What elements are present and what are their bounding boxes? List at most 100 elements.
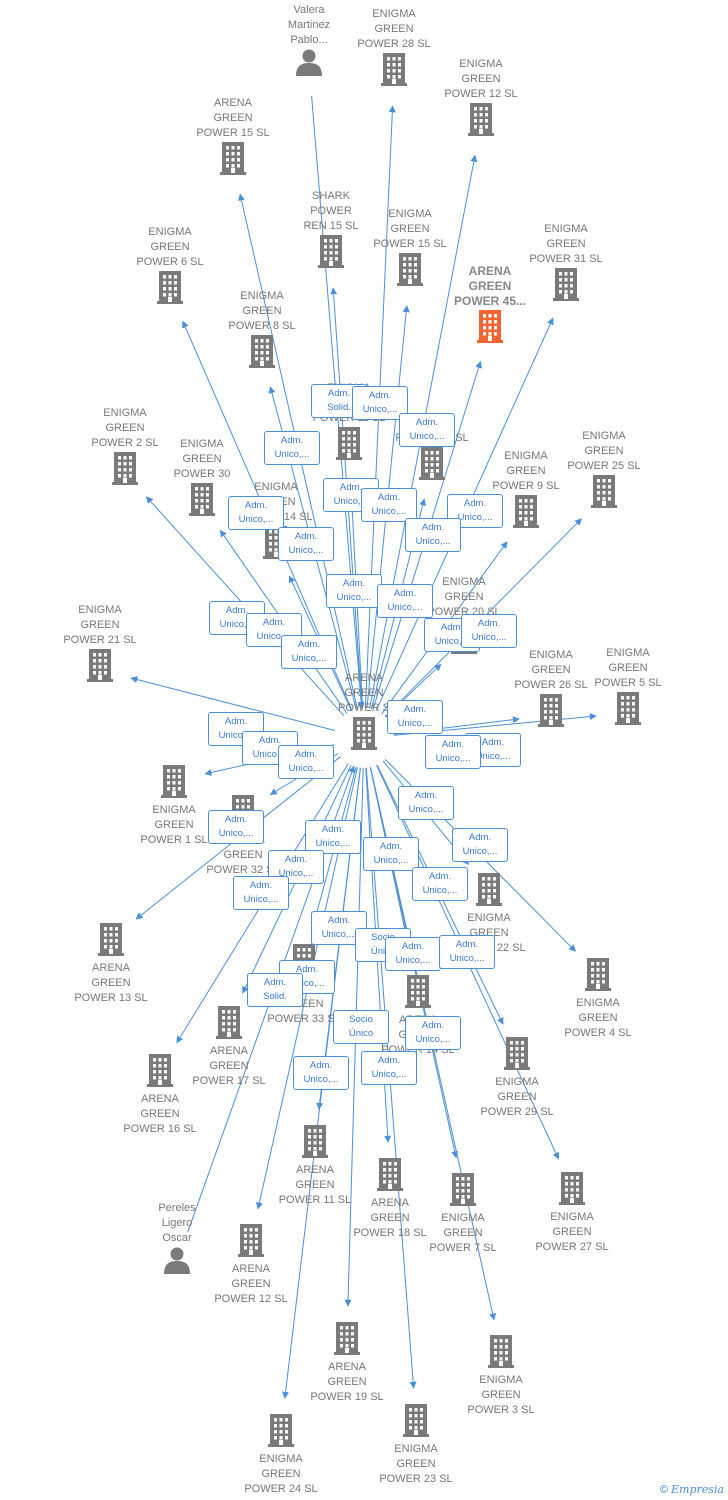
company-node[interactable]: ENIGMA GREEN POWER 31 SL [511,222,621,306]
company-node[interactable]: ARENA GREEN POWER 45... [435,264,545,348]
building-icon [471,494,581,533]
building-icon [363,974,473,1013]
relation-label[interactable]: Adm. Unico,... [281,635,337,669]
relation-label[interactable]: Adm. Unico,... [264,431,320,465]
relation-label[interactable]: Adm. Unico,... [361,1051,417,1085]
node-label: ENIGMA GREEN POWER 20 SL [427,576,501,618]
company-node[interactable]: ENIGMA GREEN POWER 25 SL [549,429,659,513]
relation-label[interactable]: Adm. Unico,... [452,828,508,862]
company-node[interactable]: ARENA GREEN POWER 17 SL [174,1005,284,1089]
company-node[interactable]: ENIGMA GREEN POWER 27 SL [517,1171,627,1255]
relation-label[interactable]: Adm. Unico,... [398,786,454,820]
relation-label[interactable]: Adm. Unico,... [405,1016,461,1050]
company-node[interactable]: ENIGMA GREEN POWER 4 SL [543,957,653,1041]
relation-label[interactable]: Adm. Unico,... [363,837,419,871]
node-label: ENIGMA GREEN POWER 23 SL [379,1443,453,1485]
company-node[interactable]: ENIGMA GREEN POWER 23 SL [361,1403,471,1487]
node-label: ENIGMA GREEN POWER 15 SL [373,208,447,250]
company-node[interactable]: ENIGMA GREEN POWER 7 SL [408,1172,518,1256]
company-node[interactable]: SHARK POWER REN 15 SL [276,189,386,273]
node-label: ARENA GREEN POWER 16 SL [123,1093,197,1135]
relation-label[interactable]: Adm. Unico,... [461,614,517,648]
company-node[interactable]: ENIGMA GREEN POWER 26 SL [496,648,606,732]
relation-label[interactable]: Adm. Unico,... [352,386,408,420]
company-node[interactable]: ENIGMA GREEN POWER 24 SL [226,1413,336,1497]
node-label: ARENA GREEN POWER 18 SL [353,1197,427,1239]
company-node[interactable]: ARENA GREEN POWER 15 SL [178,96,288,180]
relation-label[interactable]: Adm. Unico,... [361,488,417,522]
relation-label[interactable]: Adm. Unico,... [405,518,461,552]
person-node[interactable]: Valera Martinez Pablo... [254,3,364,81]
company-node[interactable]: ARENA GREEN POWER 12 SL [196,1223,306,1307]
company-node[interactable]: ENIGMA GREEN POWER 3 SL [446,1334,556,1418]
company-node[interactable]: ENIGMA GREEN POWER 2 SL [70,406,180,490]
company-node[interactable]: ENIGMA GREEN POWER 9 SL [471,449,581,533]
company-node[interactable]: ENIGMA GREEN POWER 8 SL [207,289,317,373]
company-node[interactable]: ARENA GREEN POWER 16 SL [105,1053,215,1137]
relation-label[interactable]: Adm. Solid. [247,973,303,1007]
building-icon [292,1321,402,1360]
node-label: ENIGMA GREEN POWER 27 SL [535,1211,609,1253]
building-icon [573,691,683,730]
building-icon [105,1053,215,1092]
building-icon [511,267,621,306]
relation-label[interactable]: Adm. Unico,... [412,867,468,901]
relation-label[interactable]: Adm. Unico,... [439,935,495,969]
company-node[interactable]: ENIGMA GREEN POWER 15 SL [355,207,465,291]
node-label: ENIGMA GREEN POWER 24 SL [244,1453,318,1495]
relation-label[interactable]: Adm. Unico,... [305,820,361,854]
node-label: ARENA GREEN POWER 12 SL [214,1263,288,1305]
copyright-symbol: © [659,1484,668,1496]
edge-n19 [130,676,336,731]
company-node[interactable]: ENIGMA GREEN POWER 12 SL [426,57,536,141]
relation-label[interactable]: Adm. Unico,... [208,810,264,844]
relation-label[interactable]: Adm. Unico,... [326,574,382,608]
building-icon [517,1171,627,1210]
node-label: ENIGMA GREEN POWER 25 SL [567,430,641,472]
company-node[interactable]: ARENA GREEN POWER 19 SL [292,1321,402,1405]
person-icon [122,1246,232,1279]
relation-label[interactable]: Adm. Unico,... [278,527,334,561]
node-label: ENIGMA GREEN POWER 12 SL [444,58,518,100]
node-label: ENIGMA GREEN POWER 9 SL [492,450,560,492]
node-label: ARENA GREEN POWER 17 SL [192,1045,266,1087]
company-node[interactable]: ENIGMA GREEN POWER 29 SL [462,1036,572,1120]
relation-label[interactable]: Adm. Unico,... [278,745,334,779]
building-icon [56,922,166,961]
relation-label[interactable]: Adm. Unico,... [385,937,441,971]
building-icon [446,1334,556,1373]
building-icon [549,474,659,513]
relation-label[interactable]: Adm. Unico,... [387,700,443,734]
company-node[interactable]: ENIGMA GREEN POWER 30 [147,437,257,521]
relation-label[interactable]: Adm. Unico,... [233,876,289,910]
company-node[interactable]: ARENA GREEN POWER 13 SL [56,922,166,1006]
node-label: ARENA GREEN POWER 45... [453,264,527,308]
company-node[interactable]: ARENA GREEN POWER 11 SL [260,1124,370,1208]
company-node[interactable]: ENIGMA GREEN POWER 21 SL [45,603,155,687]
person-node[interactable]: Pereles Ligero Oscar [122,1201,232,1279]
relation-label[interactable]: Adm. Unico,... [377,584,433,618]
building-icon [355,252,465,291]
relation-label[interactable]: Adm. Unico,... [228,496,284,530]
node-label: ENIGMA GREEN POWER 7 SL [429,1212,497,1254]
building-icon [260,1124,370,1163]
node-label: ENIGMA GREEN POWER 3 SL [467,1374,535,1416]
node-label: ENIGMA GREEN POWER 6 SL [136,226,204,268]
center-company-node[interactable]: ARENA GREEN POWER S [309,671,419,755]
building-icon [119,764,229,803]
relation-label[interactable]: Adm. Unico,... [425,735,481,769]
relation-label[interactable]: Adm. Unico,... [293,1056,349,1090]
building-icon [543,957,653,996]
company-node[interactable]: ENIGMA GREEN POWER 28 SL [339,7,449,91]
building-icon [207,334,317,373]
relation-label[interactable]: Adm. Unico,... [399,413,455,447]
company-node[interactable]: ARENA GREEN POWER 18 SL [335,1157,445,1241]
building-icon [45,648,155,687]
building-icon [276,234,386,273]
relation-label[interactable]: Socio Único [333,1010,389,1044]
company-node[interactable]: ENIGMA GREEN POWER 1 SL [119,764,229,848]
node-label: ENIGMA GREEN POWER 28 SL [357,8,431,50]
company-node[interactable]: ENIGMA GREEN POWER 6 SL [115,225,225,309]
company-node[interactable]: ENIGMA GREEN POWER 5 SL [573,646,683,730]
node-label: ENIGMA GREEN POWER 30 [173,438,231,480]
